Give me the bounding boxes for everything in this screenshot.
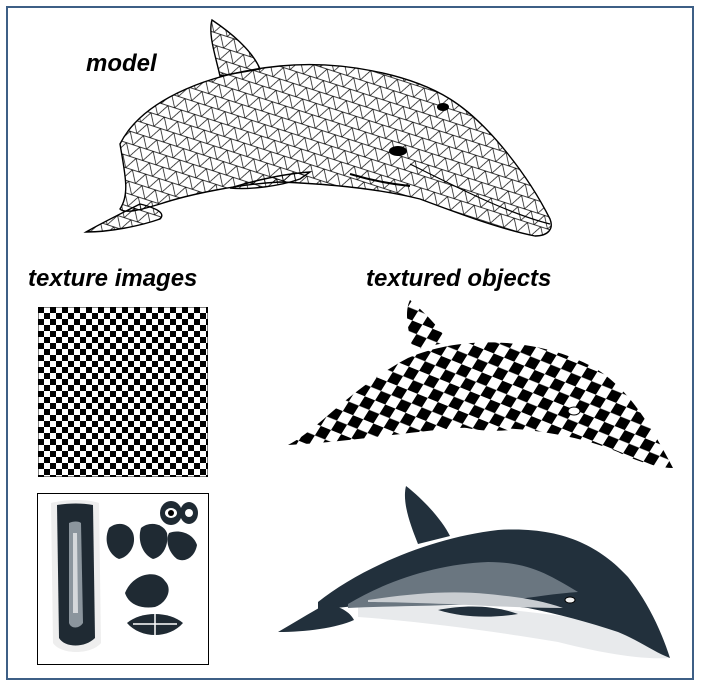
skin-textured-dolphin (278, 486, 670, 659)
texture-images-label: texture images (28, 265, 198, 292)
wireframe-body (119, 63, 552, 237)
figure-frame (6, 6, 694, 680)
checker-textured-dolphin (288, 300, 673, 468)
wireframe-eye (389, 146, 407, 156)
textured-objects-label: textured objects (366, 265, 552, 292)
wireframe-flipper (229, 171, 313, 190)
wireframe-tail (83, 203, 163, 233)
wireframe-dorsal-fin (210, 18, 261, 77)
checkerboard-texture (38, 307, 208, 477)
dolphin-skin-texture (37, 493, 209, 665)
model-label: model (86, 50, 157, 77)
wireframe-dolphin-model (83, 18, 552, 237)
